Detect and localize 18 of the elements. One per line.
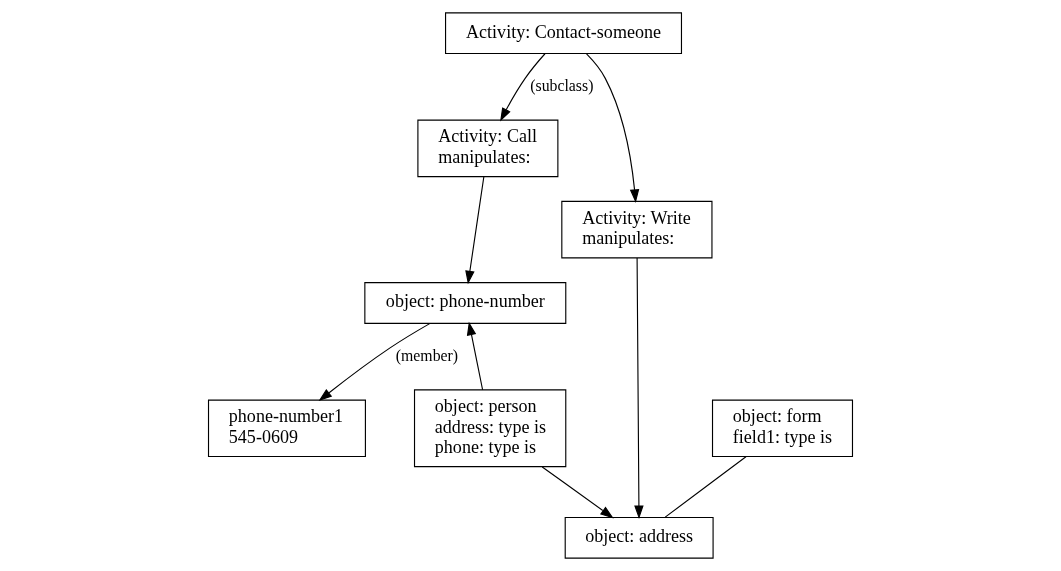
node-box: object: form field1: type is [711,399,854,458]
node-box: phone-number1 545-0609 [207,399,366,458]
edge-label: (member) [395,346,459,364]
node-box: object: person address: type is phone: type is [413,389,567,468]
connector [664,456,747,518]
arrow [541,466,614,519]
node-box: Activity: Write manipulates: [561,200,713,259]
arrow [634,257,644,520]
arrow [318,322,431,402]
arrow [466,321,484,391]
arrow [500,53,546,122]
arrow [465,176,485,285]
arrow [586,53,640,203]
node-box: object: address [564,516,714,559]
node-box: Activity: Contact-someone [445,12,683,55]
node-box: Activity: Call manipulates: [417,119,559,178]
edge-label: (subclass) [530,77,594,95]
node-box: object: phone-number [364,282,567,324]
